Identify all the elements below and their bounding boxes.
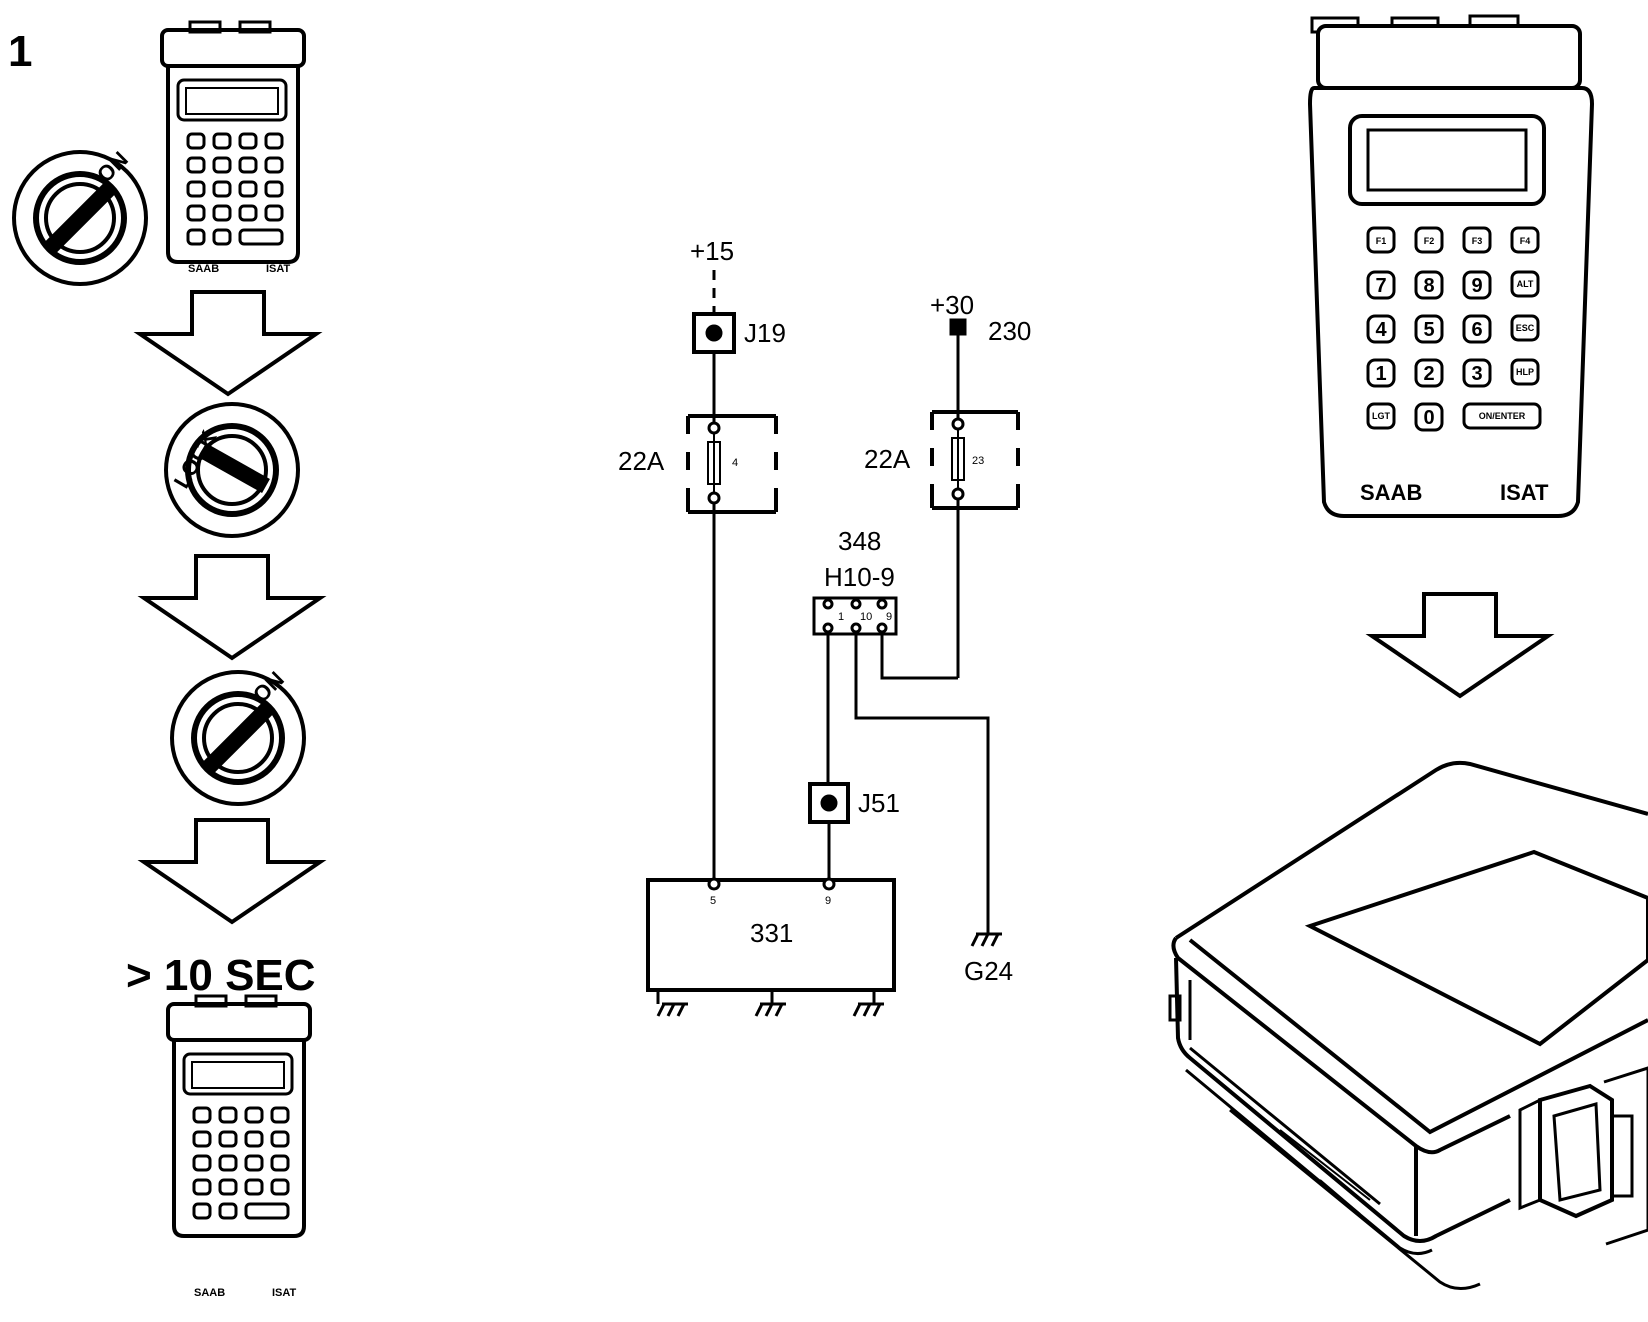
tool-model-label-bottom: ISAT [272, 1287, 297, 1299]
key-8: 8 [1423, 275, 1434, 297]
ground-icon [852, 1002, 886, 1018]
tool-brand-label-bottom: SAAB [194, 1287, 225, 1299]
key-hlp: HLP [1516, 367, 1534, 377]
fuse-left-number: 4 [732, 457, 738, 469]
arrow-down-icon [142, 818, 322, 924]
tool-brand-label-large: SAAB [1360, 480, 1422, 505]
tool-model-label-large: ISAT [1500, 480, 1549, 505]
connector-pin-9: 9 [886, 611, 892, 623]
fuse-right-number: 23 [972, 455, 984, 467]
key-f1: F1 [1376, 236, 1387, 246]
tool-brand-label-top: SAAB [188, 263, 219, 275]
junction-j19-label: J19 [744, 318, 786, 348]
key-0: 0 [1423, 407, 1434, 429]
tool-model-label-top: ISAT [266, 263, 291, 275]
connector-pin-10: 10 [860, 611, 872, 623]
key-enter: ON/ENTER [1479, 411, 1526, 421]
key-f3: F3 [1472, 236, 1483, 246]
key-4: 4 [1375, 319, 1387, 341]
key-3: 3 [1471, 363, 1482, 385]
key-lgt: LGT [1372, 411, 1390, 421]
ground-g24-label: G24 [964, 956, 1013, 986]
fuse-left-rating: 22A [618, 446, 665, 476]
key-1: 1 [1375, 363, 1386, 385]
fuse-right [930, 410, 1020, 510]
ignition-lock-icon: LOCK [166, 404, 298, 536]
key-5: 5 [1423, 319, 1434, 341]
key-esc: ESC [1516, 323, 1535, 333]
isat-tool-small-top [160, 20, 306, 264]
ground-icon [656, 1002, 690, 1018]
arrow-down-icon [142, 554, 322, 660]
connector-pin-1: 1 [838, 611, 844, 623]
wait-label: > 10 SEC [126, 951, 316, 1000]
control-unit-illustration [1168, 760, 1648, 1290]
junction-j51-label: J51 [858, 788, 900, 818]
ground-icon [970, 932, 1004, 948]
connector-id-label: 348 [838, 526, 881, 556]
wire-230-label: 230 [988, 316, 1031, 346]
cu-pin-5: 5 [710, 895, 716, 907]
key-6: 6 [1471, 319, 1482, 341]
control-unit-label: 331 [750, 918, 793, 948]
isat-tool-large: F1 F2 F3 F4 ALT ESC HLP LGT ON/ENTER 7 8… [1307, 14, 1595, 518]
wiring-schematic: +15 J19 22A 4 +30 230 22A 23 [618, 236, 1031, 1018]
step-number: 1 [8, 27, 32, 76]
key-f2: F2 [1424, 236, 1435, 246]
key-7: 7 [1375, 275, 1386, 297]
cu-pin-9: 9 [825, 895, 831, 907]
supply-30-label: +30 [930, 290, 974, 320]
ground-icon [754, 1002, 788, 1018]
arrow-down-icon [138, 290, 318, 396]
connector-name-label: H10-9 [824, 562, 895, 592]
ignition-on-icon: ON [14, 147, 146, 284]
key-2: 2 [1423, 363, 1434, 385]
key-9: 9 [1471, 275, 1482, 297]
fuse-right-rating: 22A [864, 444, 911, 474]
key-alt: ALT [1517, 279, 1534, 289]
supply-15-label: +15 [690, 236, 734, 266]
connector-h10-9 [812, 596, 898, 636]
ignition-on-icon: ON [172, 667, 304, 804]
fuse-left [686, 414, 778, 514]
isat-tool-small-bottom [166, 994, 312, 1238]
arrow-down-icon [1370, 592, 1550, 698]
key-f4: F4 [1520, 236, 1531, 246]
